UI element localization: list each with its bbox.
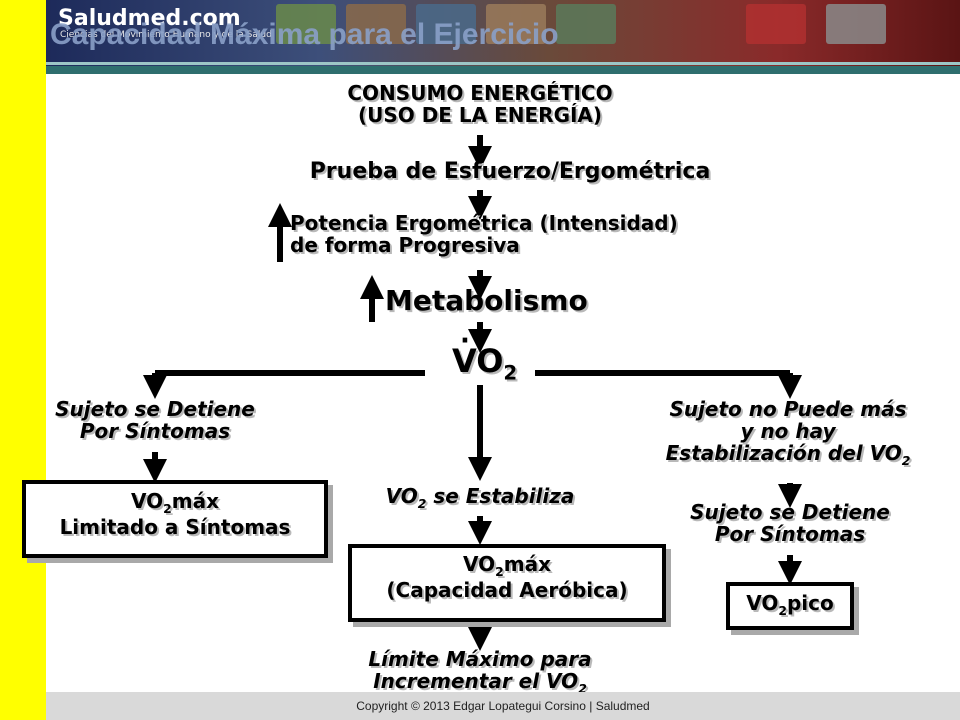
box-mid-sub: 2: [495, 564, 504, 579]
potencia-line-1: Potencia Ergométrica (Intensidad): [290, 211, 678, 235]
box-vo2max-symptoms: [22, 480, 328, 558]
title-rule-light: [46, 62, 960, 65]
box-left-vo: VO: [130, 489, 164, 513]
page-title: Capacidad Máxima para el Ejercicio: [50, 18, 559, 51]
box-mid-line-2: (Capacidad Aeróbica): [386, 577, 628, 602]
banner-photo: [556, 4, 616, 44]
box-left-line-1: VO2máx: [22, 490, 328, 516]
limit-line-1: Límite Máximo para: [368, 647, 592, 671]
banner-photo: [416, 4, 476, 44]
right-stop-line-1: Sujeto se Detiene: [690, 500, 890, 524]
box-left-sub: 2: [163, 501, 172, 516]
limit-sub: 2: [578, 681, 587, 696]
right-cause-line-3: Estabilización del VO2: [620, 442, 956, 468]
box-right-sub: 2: [778, 603, 787, 618]
banner-photo: [826, 4, 886, 44]
title-rule: [46, 66, 960, 74]
prueba-label: Prueba de Esfuerzo/Ergométrica: [309, 159, 711, 184]
right-cause-label: Sujeto no Puede más y no hay Estabilizac…: [620, 398, 956, 468]
metabolismo-label: Metabolismo: [385, 284, 588, 317]
limit-pre: Incrementar el VO: [373, 669, 579, 693]
stab-vo: VO: [385, 484, 418, 508]
vo2-text: VO: [452, 342, 504, 380]
right-cause-sub: 2: [901, 453, 911, 468]
banner-photo: [486, 4, 546, 44]
banner-photo: [276, 4, 336, 44]
middle-stabiliza-label: VO2 se Estabiliza: [330, 485, 630, 511]
middle-limit-label: Límite Máximo para Incrementar el VO2: [330, 648, 630, 696]
consumo-line-2: (USO DE LA ENERGÍA): [357, 103, 603, 127]
box-right-rest: pico: [786, 591, 834, 615]
box-vo2max-aerobic: [348, 544, 666, 622]
potencia-line-2: de forma Progresiva: [290, 233, 520, 257]
potencia-label: Potencia Ergométrica (Intensidad) de for…: [290, 212, 678, 256]
header-banner: [46, 0, 960, 68]
right-stop-label: Sujeto se Detiene Por Síntomas: [650, 501, 930, 545]
right-stop-line-2: Por Síntomas: [714, 522, 866, 546]
stab-sub: 2: [417, 496, 427, 511]
box-right-vo: VO: [746, 591, 779, 615]
right-cause-line-2: y no hay: [740, 419, 836, 443]
box-vo2max-aerobic-text: VO2máx (Capacidad Aeróbica): [348, 553, 666, 601]
box-vo2pico-text: VO2pico: [726, 592, 854, 618]
box-vo2pico: [726, 582, 854, 630]
limit-line-2: Incrementar el VO2: [330, 670, 630, 696]
left-cause-line-1: Sujeto se Detiene: [55, 397, 255, 421]
box-mid-vo: VO: [462, 552, 496, 576]
box-left-rest: máx: [171, 489, 219, 513]
left-accent-bar: [0, 0, 46, 720]
site-logo-subtitle: Ciencias del Movimiento Humano y de la S…: [60, 30, 272, 40]
vo2-subscript: 2: [503, 361, 518, 385]
box-mid-rest: máx: [503, 552, 551, 576]
left-cause-label: Sujeto se Detiene Por Síntomas: [10, 398, 300, 442]
box-mid-line-1: VO2máx: [348, 553, 666, 579]
left-cause-line-2: Por Síntomas: [79, 419, 231, 443]
banner-photo: [346, 4, 406, 44]
vo2-central: VO2: [452, 342, 518, 385]
vo2-dot: ·: [460, 326, 470, 356]
box-left-line-2: Limitado a Síntomas: [59, 514, 291, 539]
footer-copyright: Copyright © 2013 Edgar Lopategui Corsino…: [46, 692, 960, 720]
site-logo: Saludmed.com: [58, 6, 241, 31]
right-cause-pre: Estabilización del VO: [665, 441, 902, 465]
right-cause-line-1: Sujeto no Puede más: [669, 397, 907, 421]
heart-image: [746, 4, 806, 44]
consumo-heading: CONSUMO ENERGÉTICO (USO DE LA ENERGÍA): [230, 82, 730, 126]
stab-rest: se Estabiliza: [426, 484, 575, 508]
box-vo2max-symptoms-text: VO2máx Limitado a Síntomas: [22, 490, 328, 538]
consumo-line-1: CONSUMO ENERGÉTICO: [347, 81, 613, 105]
